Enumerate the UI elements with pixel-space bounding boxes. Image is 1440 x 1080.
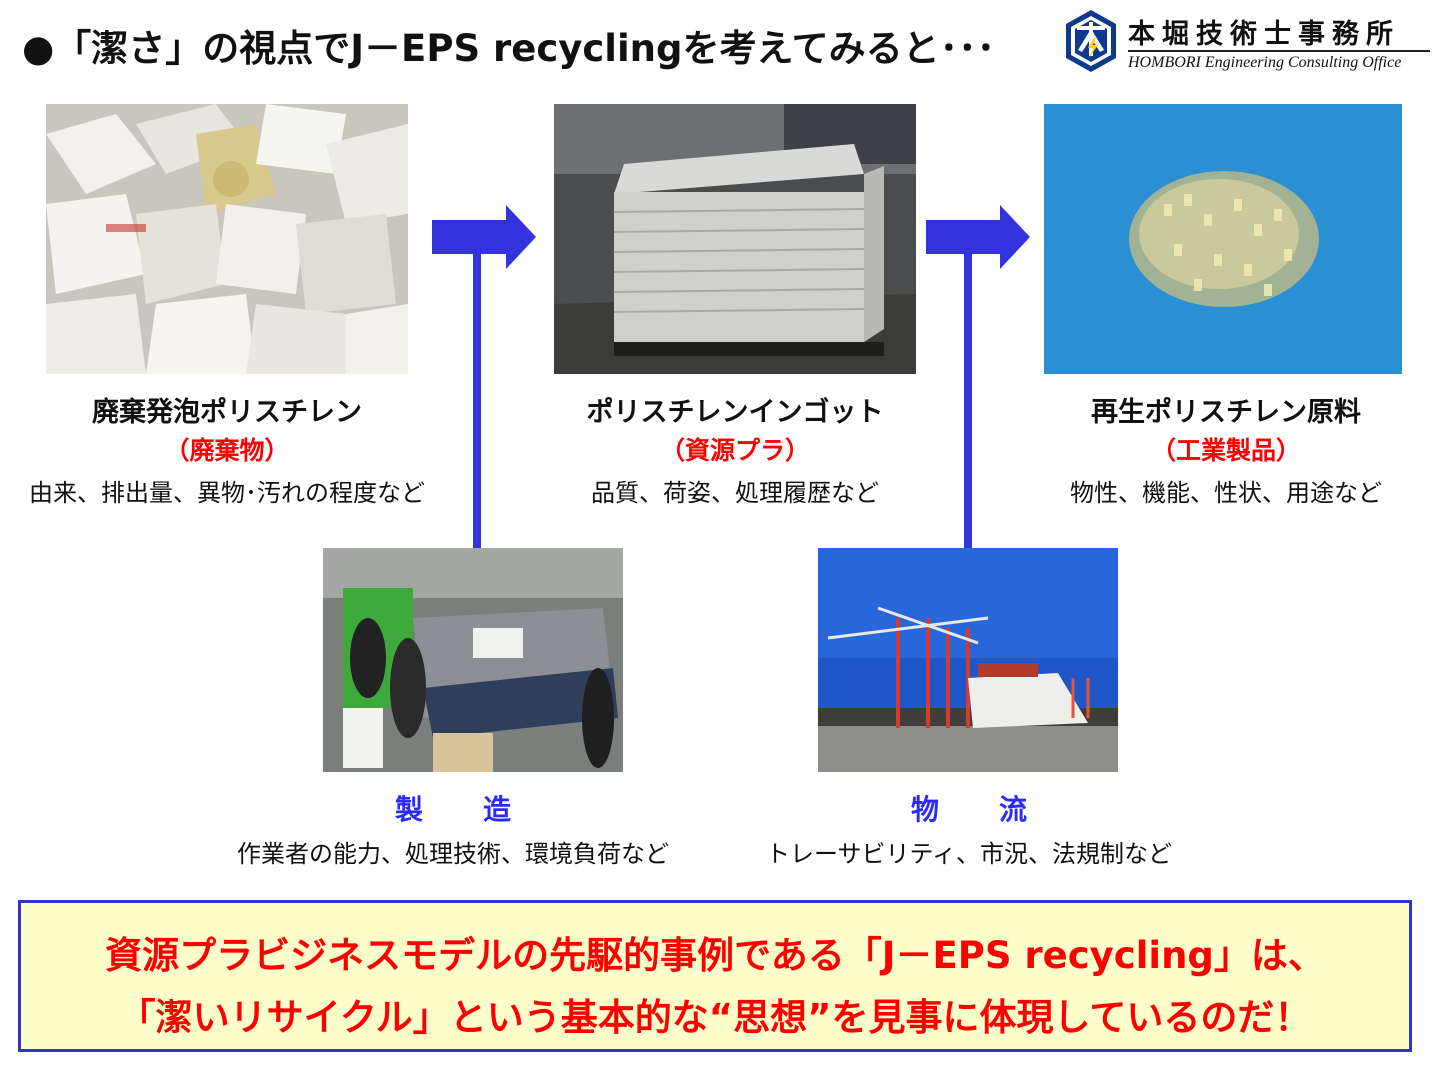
factor-title: 製造 xyxy=(394,793,571,826)
conclusion-box: 資源プラビジネスモデルの先駆的事例である「J－EPS recycling」は、 … xyxy=(18,900,1412,1052)
stage-title: ポリスチレンインゴット xyxy=(586,397,884,428)
polystyrene-ingot-photo xyxy=(554,104,916,374)
recycled-pellets-photo xyxy=(1044,104,1402,374)
stage-caption-pellets: 再生ポリスチレン原料 （工業製品） 物性、機能、性状、用途など xyxy=(1006,390,1440,508)
arrow-right-1 xyxy=(432,205,536,269)
factor-description: 作業者の能力、処理技術、環境負荷など xyxy=(237,840,669,868)
logo-name-en: HOMBORI Engineering Consulting Office xyxy=(1128,54,1402,71)
stage-category: （工業製品） xyxy=(1150,436,1301,465)
stage-title: 廃棄発泡ポリスチレン xyxy=(92,397,362,428)
stage-caption-ingot: ポリスチレンインゴット （資源プラ） 品質、荷姿、処理履歴など xyxy=(515,390,955,508)
logistics-port-photo xyxy=(818,548,1118,772)
factor-title: 物流 xyxy=(910,793,1087,826)
logo-name-jp: 本堀技術士事務所 xyxy=(1128,19,1400,50)
connector-line-1 xyxy=(473,237,481,550)
factor-description: トレーサビリティ、市況、法規制など xyxy=(765,840,1173,868)
page-title: ●「潔さ」の視点でJ－EPS recyclingを考えてみると･･･ xyxy=(22,27,996,70)
stage-caption-waste: 廃棄発泡ポリスチレン （廃棄物） 由来、排出量、異物･汚れの程度など xyxy=(7,390,447,508)
company-logo-icon xyxy=(1064,8,1118,74)
stage-description: 品質、荷姿、処理履歴など xyxy=(591,479,879,507)
waste-styrofoam-photo xyxy=(46,104,408,374)
stage-title: 再生ポリスチレン原料 xyxy=(1091,397,1361,428)
conclusion-line-1: 資源プラビジネスモデルの先駆的事例である「J－EPS recycling」は、 xyxy=(105,934,1325,977)
manufacturing-photo xyxy=(323,548,623,772)
arrow-right-2 xyxy=(926,205,1030,269)
logo-divider xyxy=(1128,50,1430,52)
conclusion-line-2: 「潔いリサイクル」という基本的な“思想”を見事に体現しているのだ！ xyxy=(118,996,1312,1039)
stage-description: 物性、機能、性状、用途など xyxy=(1070,479,1382,507)
factor-caption-logistics: 物流 トレーサビリティ、市況、法規制など xyxy=(749,788,1189,869)
stage-category: （廃棄物） xyxy=(164,436,290,465)
company-logo: 本堀技術士事務所 HOMBORI Engineering Consulting … xyxy=(1062,6,1434,82)
connector-line-2 xyxy=(964,237,972,550)
stage-description: 由来、排出量、異物･汚れの程度など xyxy=(29,479,425,507)
stage-category: （資源プラ） xyxy=(659,436,810,465)
factor-caption-manufacturing: 製造 作業者の能力、処理技術、環境負荷など xyxy=(233,788,673,869)
